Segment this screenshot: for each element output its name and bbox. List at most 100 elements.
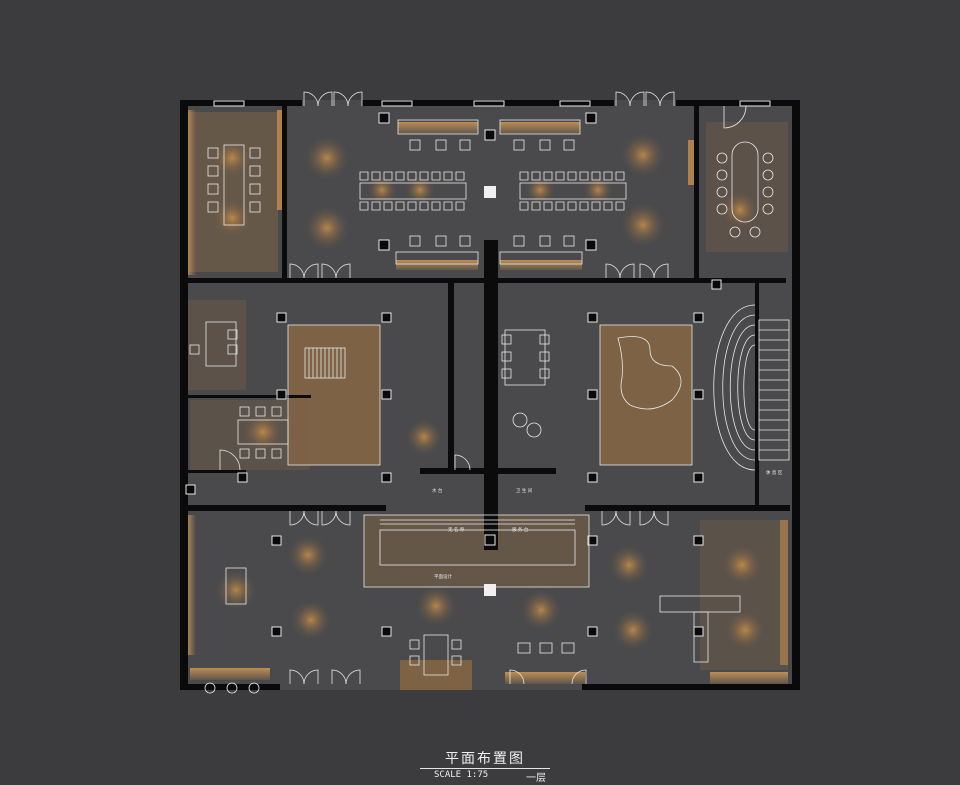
stair-arc <box>722 314 756 461</box>
chair-icon <box>239 406 250 417</box>
ceiling-light-icon <box>367 175 397 205</box>
column-icon <box>378 239 390 251</box>
chair-icon <box>762 152 774 164</box>
ceiling-light-icon <box>288 535 328 575</box>
strip-left-wall <box>186 110 196 275</box>
window <box>473 100 505 107</box>
chair-icon <box>539 642 553 654</box>
chair-icon <box>249 165 261 177</box>
table-icon <box>423 634 449 676</box>
column-icon <box>271 535 282 546</box>
title-underline <box>420 768 550 769</box>
wall-north-c <box>676 100 800 106</box>
wash-island-right <box>600 325 692 465</box>
armchair <box>225 567 247 605</box>
wall-core-b <box>484 240 498 550</box>
wall-west-upper-heavy <box>180 110 184 280</box>
windows <box>213 100 771 107</box>
strip-bottom-mid <box>505 672 585 684</box>
ceiling-light-icon <box>525 175 555 205</box>
column-icon <box>276 389 287 400</box>
wall-east <box>792 100 800 690</box>
chair-icon <box>435 139 447 151</box>
chair-icon <box>249 147 261 159</box>
chair-icon <box>227 329 238 340</box>
floor-level: 一层 <box>526 773 546 784</box>
hub-marks <box>484 186 496 596</box>
ceiling-light-icon <box>291 600 331 640</box>
chair-icon <box>539 334 550 345</box>
strip-bottom-left <box>190 668 270 680</box>
stair-arc <box>737 334 756 441</box>
strip-top-right-bench <box>500 122 580 134</box>
column-icon <box>693 626 704 637</box>
hub-mark <box>484 584 496 596</box>
ceiling-lights <box>214 133 765 650</box>
wall-h-lower-right <box>585 505 790 511</box>
chair-icon <box>459 139 471 151</box>
chair-icon <box>563 139 575 151</box>
table-icon <box>223 144 245 226</box>
bar-shelf <box>380 519 575 525</box>
chair-icon <box>255 406 266 417</box>
stair-treads <box>759 329 789 451</box>
door-icon <box>317 91 333 107</box>
bottom-left-stools <box>204 682 260 694</box>
entry-chairs <box>409 639 462 666</box>
door-icon <box>659 91 675 107</box>
columns <box>185 112 722 637</box>
chair-icon <box>539 139 551 151</box>
table-icon <box>205 321 237 367</box>
column-icon <box>587 312 598 323</box>
chair-icon <box>226 682 238 694</box>
door-icon <box>615 510 631 526</box>
ceiling-light-icon <box>621 203 665 247</box>
chair-icon <box>248 682 260 694</box>
chair-icon <box>512 412 528 428</box>
door-icon <box>509 669 525 685</box>
column-icon <box>185 484 196 495</box>
chair-icon <box>716 186 728 198</box>
ceiling-light-icon <box>521 590 561 630</box>
wall-west <box>180 100 188 690</box>
chair-icon <box>539 351 550 362</box>
strip-right-lower-wall <box>780 520 788 665</box>
wash-right-upper <box>706 122 788 252</box>
chair-icon <box>409 235 421 247</box>
display-island-left <box>287 324 381 466</box>
chair-icon <box>409 639 420 650</box>
ceiling-light-icon <box>214 140 250 176</box>
door-icon <box>571 669 587 685</box>
wall-north-a <box>180 100 302 106</box>
column-icon <box>693 535 704 546</box>
chair-icon <box>227 344 238 355</box>
chair-row <box>519 171 625 181</box>
column-icon <box>587 626 598 637</box>
long-table-left <box>359 182 467 200</box>
bench <box>499 119 581 135</box>
ceiling-light-icon <box>405 175 435 205</box>
chair-icon <box>762 186 774 198</box>
top-chairs <box>409 139 575 151</box>
column-icon <box>484 129 496 141</box>
bench <box>499 251 583 265</box>
stair-icon <box>713 304 790 471</box>
column-icon <box>484 534 496 546</box>
long-table-right <box>519 182 627 200</box>
column-icon <box>271 626 282 637</box>
room-labels: 无 名 称 服 务 台 平面设计 水 台 卫 生 间 休 息 区 <box>432 469 783 580</box>
booth-chairs <box>501 334 550 438</box>
column-icon <box>381 472 392 483</box>
ceiling-light-icon <box>214 200 250 236</box>
wall-core-c <box>420 468 556 474</box>
door-icon <box>303 669 319 685</box>
chair-icon <box>239 448 250 459</box>
door-icon <box>335 263 351 279</box>
door-icon <box>454 454 471 471</box>
chair-icon <box>762 203 774 215</box>
window <box>213 100 245 107</box>
furniture <box>189 119 774 694</box>
chair-row <box>519 201 625 211</box>
room-label-r6: 休 息 区 <box>766 469 783 476</box>
